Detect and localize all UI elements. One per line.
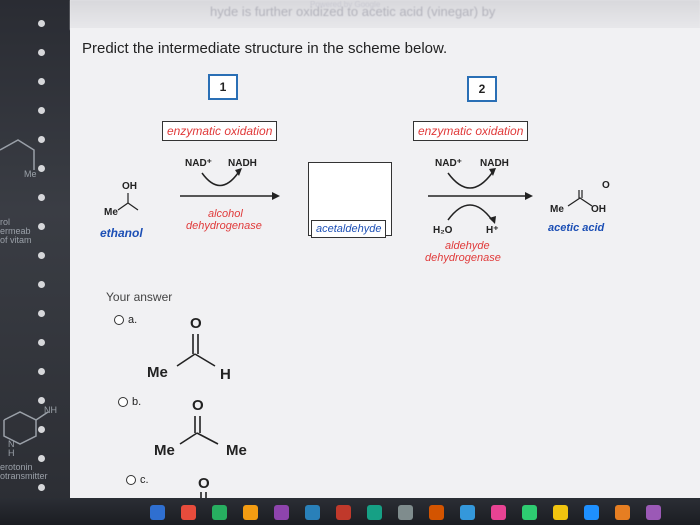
step1-enzyme-line2: dehydrogenase xyxy=(186,220,262,232)
option-a-letter: a. xyxy=(128,314,138,326)
taskbar-app-icon[interactable] xyxy=(305,505,320,520)
taskbar-app-icon[interactable] xyxy=(398,505,413,520)
taskbar xyxy=(0,498,700,525)
option-a-left: Me xyxy=(147,364,168,381)
options-drawing xyxy=(176,334,219,498)
option-a[interactable]: a. xyxy=(114,314,137,326)
bg-text: otransmitter xyxy=(0,471,48,481)
acetic-o: O xyxy=(602,180,610,191)
taskbar-app-icon[interactable] xyxy=(367,505,382,520)
acetic-me: Me xyxy=(550,204,564,215)
page-edge-dots xyxy=(38,20,54,520)
step1-enzyme-line1: alcohol xyxy=(208,208,243,220)
bg-text: rol xyxy=(0,217,11,227)
step2-enzyme-line1: aldehyde xyxy=(445,240,490,252)
step-number-box: 2 xyxy=(467,76,497,102)
bg-text: erotonin xyxy=(0,462,33,472)
taskbar-app-icon[interactable] xyxy=(212,505,227,520)
taskbar-app-icon[interactable] xyxy=(646,505,661,520)
blurred-header-text: hyde is further oxidized to acetic acid … xyxy=(210,4,496,19)
bg-text: N xyxy=(8,439,15,449)
taskbar-app-icon[interactable] xyxy=(243,505,258,520)
bg-text: ermeab xyxy=(0,226,31,236)
taskbar-app-icon[interactable] xyxy=(615,505,630,520)
ethanol-name: ethanol xyxy=(100,226,143,240)
step1-nadh: NADH xyxy=(228,158,257,169)
taskbar-app-icon[interactable] xyxy=(584,505,599,520)
taskbar-app-icon[interactable] xyxy=(181,505,196,520)
blurred-header: hyde is further oxidized to acetic acid … xyxy=(70,0,700,30)
option-c-o: O xyxy=(198,475,210,492)
bg-text: Me xyxy=(24,169,37,179)
taskbar-app-icon[interactable] xyxy=(429,505,444,520)
option-c-radio[interactable] xyxy=(126,475,136,485)
option-a-o: O xyxy=(190,315,202,332)
step-number-box: 1 xyxy=(208,74,238,100)
option-a-radio[interactable] xyxy=(114,315,124,325)
step2-nad: NAD⁺ xyxy=(435,158,462,169)
option-b-o: O xyxy=(192,397,204,414)
taskbar-app-icon[interactable] xyxy=(274,505,289,520)
taskbar-app-icon[interactable] xyxy=(553,505,568,520)
option-b-left: Me xyxy=(154,442,175,459)
question-page: Predict the intermediate structure in th… xyxy=(70,28,700,498)
question-text: Predict the intermediate structure in th… xyxy=(82,40,448,57)
option-b-radio[interactable] xyxy=(118,397,128,407)
taskbar-app-icon[interactable] xyxy=(522,505,537,520)
option-a-right: H xyxy=(220,366,231,383)
option-c-letter: c. xyxy=(140,474,149,486)
ethanol-me: Me xyxy=(104,207,118,218)
step2-proton: H⁺ xyxy=(486,225,499,236)
step2-label: enzymatic oxidation xyxy=(413,121,529,141)
option-c[interactable]: c. xyxy=(126,474,149,486)
reaction-scheme-drawing xyxy=(117,168,593,224)
step2-enzyme-line2: dehydrogenase xyxy=(425,252,501,264)
background-window: Me rol ermeab of vitam NH N H erotonin o… xyxy=(0,0,70,525)
taskbar-app-icon[interactable] xyxy=(336,505,351,520)
option-b[interactable]: b. xyxy=(118,396,141,408)
your-answer-heading: Your answer xyxy=(106,290,173,304)
acetic-oh: OH xyxy=(591,204,606,215)
ethanol-oh: OH xyxy=(122,181,137,192)
step1-nad: NAD⁺ xyxy=(185,158,212,169)
intermediate-name: acetaldehyde xyxy=(311,220,387,238)
taskbar-app-icon[interactable] xyxy=(491,505,506,520)
bg-text: NH xyxy=(44,405,57,415)
bg-text: H xyxy=(8,448,15,458)
step2-water: H₂O xyxy=(433,225,453,236)
option-b-right: Me xyxy=(226,442,247,459)
step1-label: enzymatic oxidation xyxy=(162,121,278,141)
acetic-acid-name: acetic acid xyxy=(548,222,605,234)
powered-by: Powered by Google xyxy=(310,0,381,9)
taskbar-app-icon[interactable] xyxy=(150,505,165,520)
step2-nadh: NADH xyxy=(480,158,509,169)
option-b-letter: b. xyxy=(132,396,142,408)
taskbar-app-icon[interactable] xyxy=(460,505,475,520)
bg-text: of vitam xyxy=(0,235,32,245)
bg-structures-drawing xyxy=(0,139,49,445)
